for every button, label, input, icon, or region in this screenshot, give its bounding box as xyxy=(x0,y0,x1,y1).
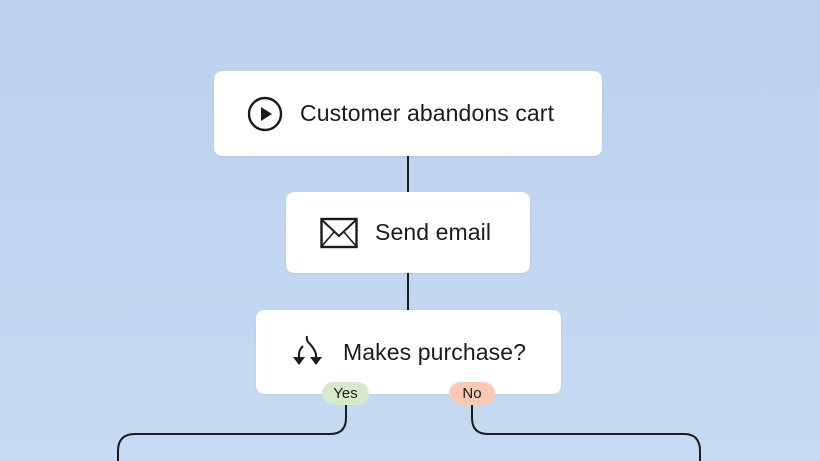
envelope-icon xyxy=(320,217,358,249)
yes-branch-badge: Yes xyxy=(322,382,369,405)
play-circle-icon xyxy=(247,96,283,132)
connector-no-branch xyxy=(471,405,701,461)
node-label: Makes purchase? xyxy=(343,338,527,365)
node-makes-purchase[interactable]: Makes purchase? xyxy=(256,310,561,394)
node-send-email[interactable]: Send email xyxy=(286,192,530,273)
no-branch-badge: No xyxy=(449,382,495,405)
node-customer-abandons-cart[interactable]: Customer abandons cart xyxy=(214,71,602,156)
node-label: Send email xyxy=(375,219,492,245)
connector-yes-branch xyxy=(117,405,347,461)
split-arrows-icon xyxy=(290,334,326,370)
node-label: Customer abandons cart xyxy=(300,100,555,126)
